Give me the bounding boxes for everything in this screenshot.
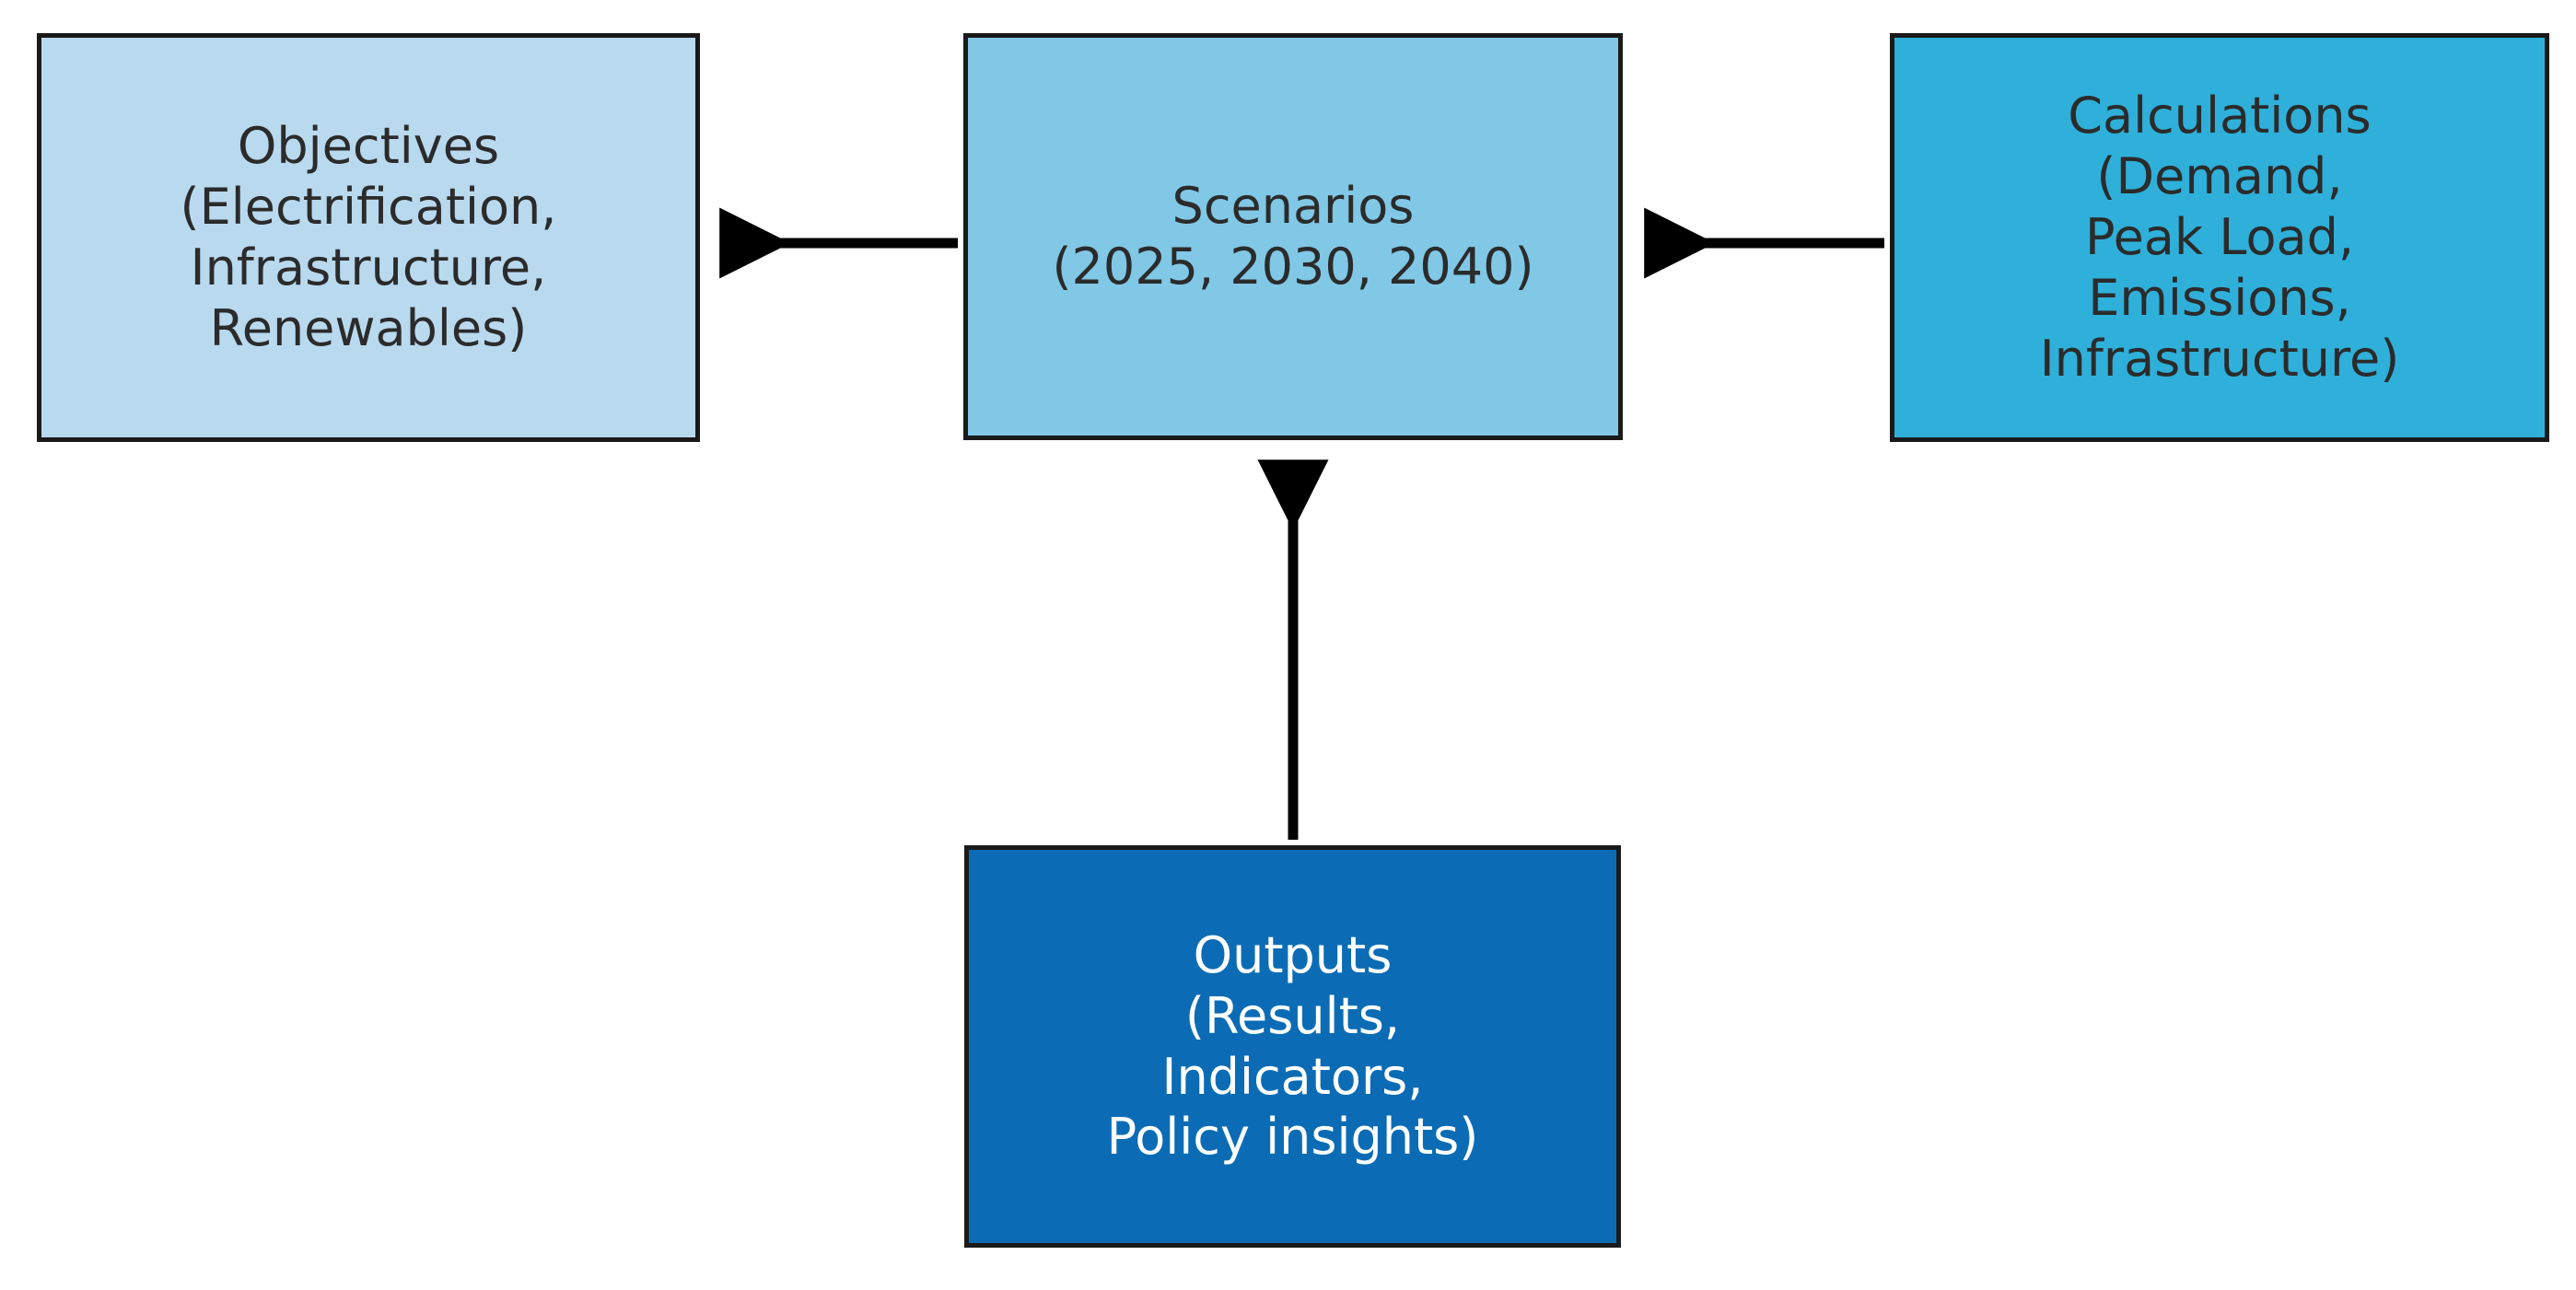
- node-outputs[interactable]: Outputs (Results, Indicators, Policy ins…: [964, 845, 1621, 1248]
- node-objectives-label: Objectives (Electrification, Infrastruct…: [180, 117, 557, 357]
- node-outputs-label: Outputs (Results, Indicators, Policy ins…: [1106, 925, 1479, 1167]
- node-objectives[interactable]: Objectives (Electrification, Infrastruct…: [37, 33, 700, 442]
- node-scenarios-label: Scenarios (2025, 2030, 2040): [1052, 177, 1534, 296]
- node-calculations[interactable]: Calculations (Demand, Peak Load, Emissio…: [1890, 33, 2549, 442]
- node-scenarios[interactable]: Scenarios (2025, 2030, 2040): [963, 33, 1623, 440]
- node-calculations-label: Calculations (Demand, Peak Load, Emissio…: [2039, 87, 2400, 388]
